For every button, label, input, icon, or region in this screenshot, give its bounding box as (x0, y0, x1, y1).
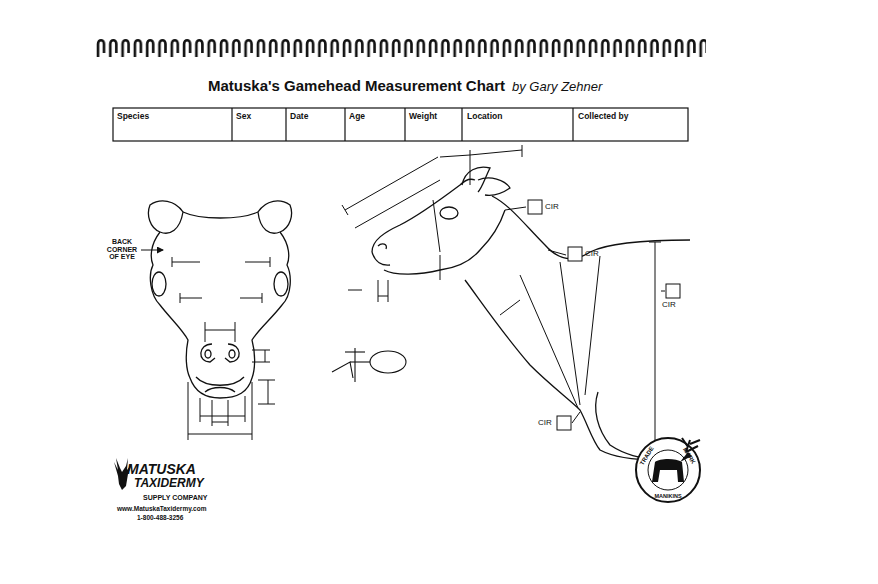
table-cell: Location (467, 112, 502, 121)
web-address: www.MatuskaTaxidermy.com (117, 505, 206, 512)
front-view-head (148, 201, 291, 398)
title-row: Matuska's Gamehead Measurement Chart by G… (208, 78, 602, 95)
cir-label: CIR (585, 250, 599, 259)
cir-label: CIR (545, 203, 559, 212)
header-table (113, 108, 688, 141)
cir-label: CIR (662, 301, 676, 310)
table-cell: Date (290, 112, 308, 121)
binder-spiral (96, 38, 706, 60)
front-measure-lines (141, 250, 275, 440)
table-cell: Age (349, 112, 365, 121)
table-cell: Species (117, 112, 149, 121)
brand-tagline: SUPPLY COMPANY (143, 494, 207, 502)
side-view-head (372, 167, 690, 460)
table-cell: Sex (236, 112, 251, 121)
phone-number: 1-800-488-3256 (137, 514, 183, 521)
cir-boxes (528, 200, 680, 430)
table-cell: Weight (409, 112, 437, 121)
chart-title: Matuska's Gamehead Measurement Chart (208, 78, 505, 95)
trademark-text: MANIKINS (654, 493, 681, 499)
table-cell: Collected by (578, 112, 629, 121)
manikins-trademark (636, 438, 700, 502)
brand-name: TAXIDERMY (134, 477, 204, 490)
eye-note: BACK CORNER OF EYE (106, 238, 138, 261)
side-measure-lines (342, 145, 665, 456)
cir-label: CIR (538, 419, 552, 428)
author-credit: by Gary Zehner (512, 80, 602, 94)
egg-detail (332, 348, 406, 382)
brand-name: MATUSKA (127, 462, 196, 477)
